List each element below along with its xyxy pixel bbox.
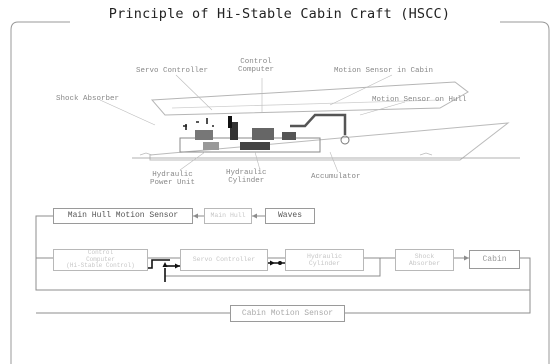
label-shock-absorber: Shock Absorber bbox=[56, 95, 120, 103]
label-accumulator: Accumulator bbox=[311, 173, 361, 181]
block-main-hull: Main Hull bbox=[204, 208, 252, 224]
block-shock-absorber: Shock Absorber bbox=[395, 249, 454, 271]
outer-frame bbox=[10, 21, 550, 364]
block-cabin: Cabin bbox=[469, 250, 520, 269]
hull-pipe bbox=[290, 113, 347, 135]
block-control-computer: Control Computer (Hi-Stable Control) bbox=[53, 249, 148, 271]
block-main-hull-motion-sensor: Main Hull Motion Sensor bbox=[53, 208, 193, 224]
label-hydraulic-power-unit: Hydraulic Power Unit bbox=[150, 171, 196, 187]
connectors bbox=[35, 213, 531, 314]
label-motion-sensor-cabin: Motion Sensor in Cabin bbox=[334, 67, 434, 75]
block-hydraulic-cylinder: Hydraulic Cylinder bbox=[285, 249, 364, 271]
page-title: Principle of Hi-Stable Cabin Craft (HSCC… bbox=[0, 6, 559, 22]
block-servo-controller: Servo Controller bbox=[180, 249, 268, 271]
block-waves: Waves bbox=[265, 208, 315, 224]
label-control-computer: Control Computer bbox=[238, 58, 275, 74]
label-hydraulic-cylinder: Hydraulic Cylinder bbox=[226, 169, 267, 185]
hull-outline bbox=[149, 122, 510, 161]
bold-connectors bbox=[148, 258, 285, 282]
cabin-outline bbox=[150, 81, 469, 116]
label-servo-controller: Servo Controller bbox=[136, 67, 209, 75]
label-motion-sensor-hull: Motion Sensor on Hull bbox=[372, 96, 467, 104]
block-cabin-motion-sensor: Cabin Motion Sensor bbox=[230, 305, 345, 322]
machinery-block bbox=[179, 137, 321, 153]
